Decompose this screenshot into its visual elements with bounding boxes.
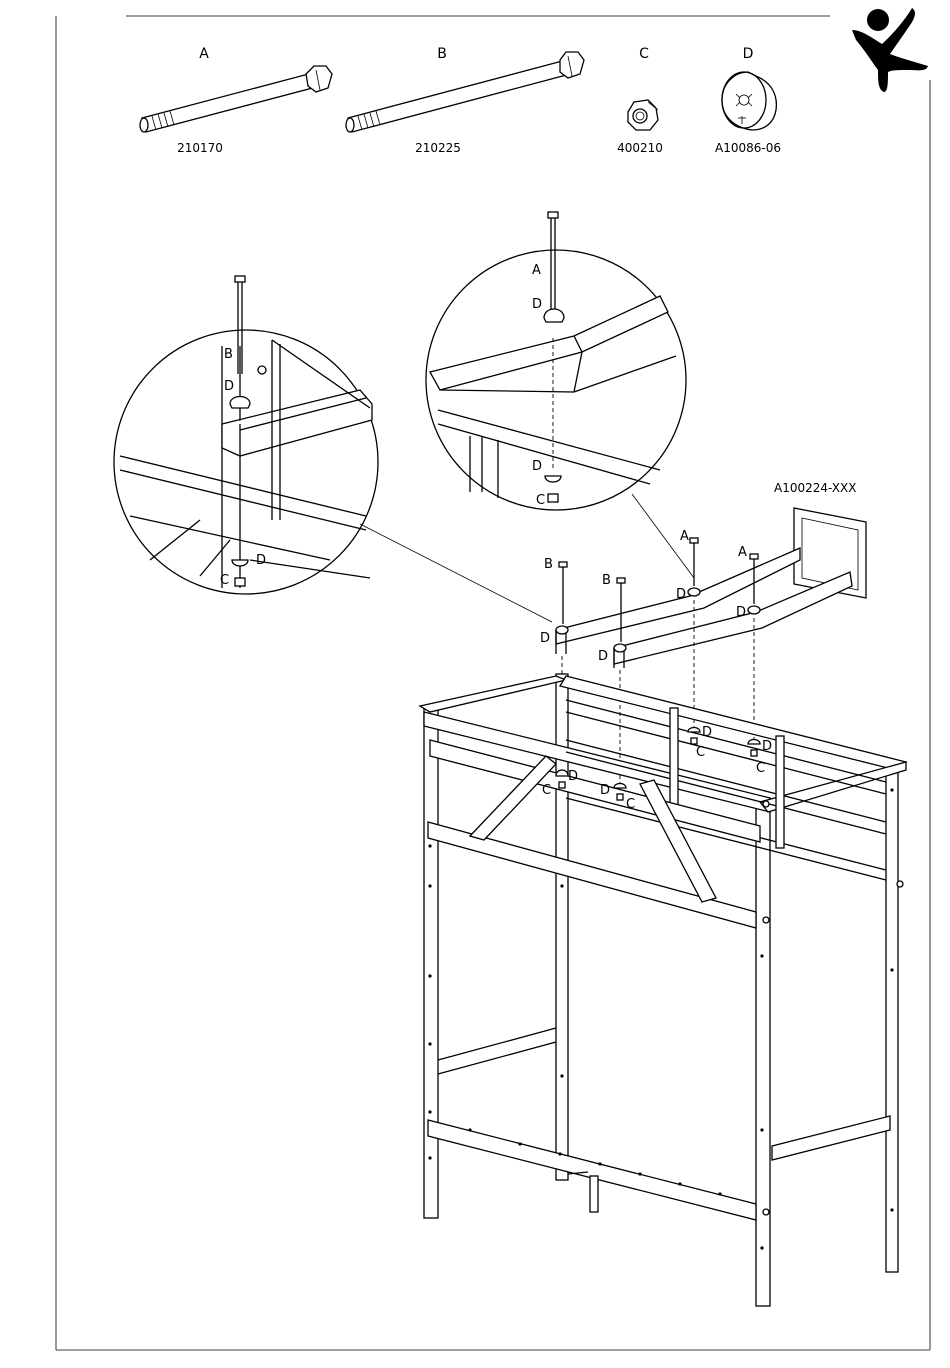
hex-nut-icon	[628, 100, 658, 130]
callout-d: D	[762, 739, 772, 754]
callout-d: D	[540, 631, 550, 646]
callout-c: C	[542, 783, 551, 798]
parts-list: A 210170 B	[140, 46, 781, 155]
part-code: 400210	[617, 141, 663, 155]
callout-d: D	[600, 783, 610, 798]
callout-c: C	[220, 573, 229, 588]
part-code: 210170	[177, 141, 223, 155]
part-a: A 210170	[140, 46, 332, 155]
bolt-b-2	[617, 578, 625, 642]
part-code: A10086-06	[715, 141, 781, 155]
callout-d: D	[532, 297, 542, 312]
callout-a: A	[680, 529, 689, 544]
assembly-code: A100224-XXX	[774, 481, 856, 495]
brand-logo-icon	[852, 8, 928, 92]
fastener-right-front	[688, 728, 700, 745]
bolt-a-1	[690, 538, 698, 586]
detail-view-right: A D D C	[426, 212, 686, 510]
callout-d: D	[702, 725, 712, 740]
callout-c: C	[626, 797, 635, 812]
spacer-cap-icon	[722, 72, 776, 130]
callout-c: C	[696, 745, 705, 760]
leader-line	[360, 524, 552, 622]
callout-b: B	[544, 557, 553, 572]
callout-d: D	[736, 605, 746, 620]
part-letter: D	[743, 46, 754, 62]
callout-c: C	[536, 493, 545, 508]
callout-d: D	[256, 553, 266, 568]
callout-d: D	[598, 649, 608, 664]
part-letter: C	[639, 46, 649, 62]
part-b: B 210225	[346, 46, 584, 155]
part-letter: A	[199, 46, 209, 62]
part-letter: B	[437, 46, 447, 62]
part-code: 210225	[415, 141, 461, 155]
loft-bed-frame: D C D C D C D C	[420, 674, 906, 1306]
callout-a: A	[738, 545, 747, 560]
callout-d: D	[568, 769, 578, 784]
callout-b: B	[224, 347, 233, 362]
long-bolt-icon	[140, 66, 332, 132]
bolt-b-1	[559, 562, 567, 624]
callout-d: D	[224, 379, 234, 394]
long-bolt-icon	[346, 52, 584, 132]
callout-d: D	[532, 459, 542, 474]
detail-view-left: B D D C	[114, 276, 378, 594]
part-d: D A10086-06	[715, 46, 781, 155]
callout-a: A	[532, 263, 541, 278]
callout-c: C	[756, 761, 765, 776]
callout-b: B	[602, 573, 611, 588]
callout-d: D	[676, 587, 686, 602]
part-c: C 400210	[617, 46, 663, 155]
